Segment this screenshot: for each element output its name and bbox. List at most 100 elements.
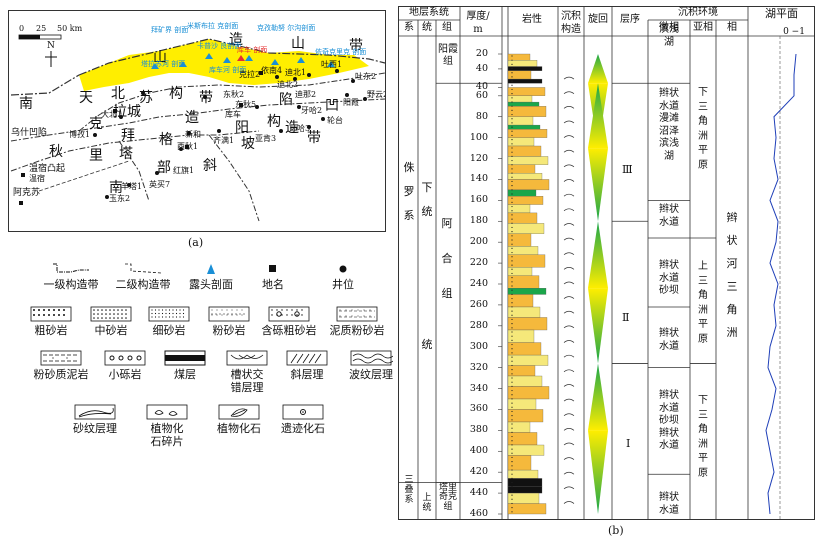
north-label: N — [47, 41, 55, 51]
grain-dot — [511, 356, 513, 358]
grain-dot — [511, 302, 513, 304]
grain-dot — [511, 243, 513, 245]
structure-mark — [563, 135, 575, 138]
legend-label: 波纹层理 — [349, 368, 393, 381]
header-facies: 相 — [727, 22, 737, 33]
header-subfacies: 亚相 — [693, 22, 713, 33]
subfacies-2: 上 三 角 洲 平 原 — [698, 261, 708, 345]
grain-dot — [511, 159, 513, 162]
ripple-bedding-icon — [74, 404, 116, 420]
well-label-dibei1: 迪北1 — [285, 68, 307, 77]
map-label-la: 拉 — [113, 104, 127, 120]
microfacies-4: 辫状 水道 砂坝 — [659, 260, 679, 296]
grain-dot — [511, 377, 513, 379]
sequence-2: Ⅱ — [622, 311, 630, 324]
depth-label: 380 — [469, 424, 488, 436]
lithology-bed — [507, 432, 538, 446]
grain-dot — [511, 193, 513, 195]
header-env: 沉积环境 — [678, 7, 718, 18]
map-label-shan2: 山 — [291, 36, 305, 52]
structure-mark — [563, 76, 575, 80]
caption-a: (a) — [188, 236, 204, 249]
grain-dot — [511, 461, 513, 463]
legend-label: 遗迹化石 — [281, 422, 325, 435]
legend-label: 一级构造带 — [43, 278, 99, 291]
grain-dot — [511, 80, 513, 82]
depth-label: 40 — [475, 62, 488, 74]
lithology-bed — [507, 101, 540, 107]
lithology-bed — [507, 288, 547, 295]
coal-seam-icon — [164, 350, 206, 366]
outcrop-label-2: 米斯布拉 克剖面 — [187, 22, 239, 30]
map-label-bu: 部 — [157, 160, 171, 176]
legend-label: 井位 — [332, 278, 354, 291]
grain-dot — [511, 272, 513, 275]
legend-symbol — [80, 306, 142, 322]
lithology-bed — [507, 156, 549, 165]
legend-item: 植物化 石碎片 — [136, 404, 198, 448]
grain-dot — [511, 481, 513, 484]
cycle-triangle-up — [588, 221, 608, 289]
lithology-bed — [507, 254, 546, 268]
lake-scale: 0 −1 — [783, 27, 805, 37]
muddy-siltstone-icon — [336, 306, 378, 322]
grain-dot — [511, 226, 513, 229]
grain-dot — [511, 339, 513, 341]
grain-dot — [511, 465, 513, 467]
grain-dot — [511, 109, 513, 111]
grain-dot — [511, 239, 513, 241]
lithology-bed — [507, 66, 543, 71]
legend-item: 细砂岩 — [138, 306, 200, 338]
grain-dot — [511, 452, 513, 454]
structure-mark — [563, 325, 575, 329]
depth-label: 220 — [469, 257, 488, 269]
map-label-dai2: 带 — [199, 90, 213, 106]
legend-label: 砂纹层理 — [73, 422, 117, 435]
map-label-ge: 格 — [159, 132, 173, 148]
grain-dot — [511, 205, 513, 208]
lithology-bed — [507, 492, 540, 504]
map-label-zao2: 造 — [185, 110, 199, 126]
grain-dot — [511, 360, 513, 362]
fine-sandstone-icon — [148, 306, 190, 322]
siltstone-icon — [208, 306, 250, 322]
grain-dot — [511, 310, 513, 312]
sequence-3: Ⅲ — [622, 163, 633, 176]
grain-dot — [511, 285, 513, 287]
structure-mark — [563, 354, 575, 358]
system-jurassic: 侏 罗 系 — [403, 161, 415, 223]
grain-dot — [511, 88, 513, 91]
outcrop-label-4: 卡普沙 良剖面 — [197, 42, 242, 50]
lithology-bed — [507, 137, 535, 147]
legend-label: 粉砂岩 — [212, 324, 246, 337]
structure-mark — [563, 164, 575, 168]
lithology-bed — [507, 70, 532, 80]
lithology-bed — [507, 246, 539, 255]
map-label-su: 苏 — [139, 90, 153, 106]
depth-label: 400 — [469, 445, 488, 457]
structure-mark — [563, 471, 575, 475]
grain-dot — [511, 93, 513, 95]
depth-label: 180 — [469, 215, 488, 227]
grain-dot — [511, 423, 513, 425]
structure-mark — [563, 310, 575, 314]
legend-symbol — [136, 404, 198, 420]
grain-dot — [511, 67, 513, 70]
grain-dot — [511, 189, 513, 191]
lithology-bed — [507, 60, 538, 67]
trace-fossil-icon — [282, 404, 324, 420]
structure-mark — [563, 428, 575, 431]
lithology-bed — [507, 129, 548, 138]
map-label-bei: 北 — [111, 86, 125, 102]
lithology-bed — [507, 409, 544, 423]
header-lake: 湖平面 — [765, 7, 798, 20]
grain-dot — [511, 385, 513, 387]
grain-dot — [511, 84, 513, 86]
grain-dot — [511, 105, 513, 107]
map-label-yang: 阳 — [235, 120, 249, 136]
structure-mark — [563, 486, 575, 490]
legend-symbol — [258, 306, 320, 322]
lithology-bed — [507, 145, 542, 157]
series-lower: 下 统 — [421, 181, 433, 219]
column-graphic — [398, 6, 815, 520]
